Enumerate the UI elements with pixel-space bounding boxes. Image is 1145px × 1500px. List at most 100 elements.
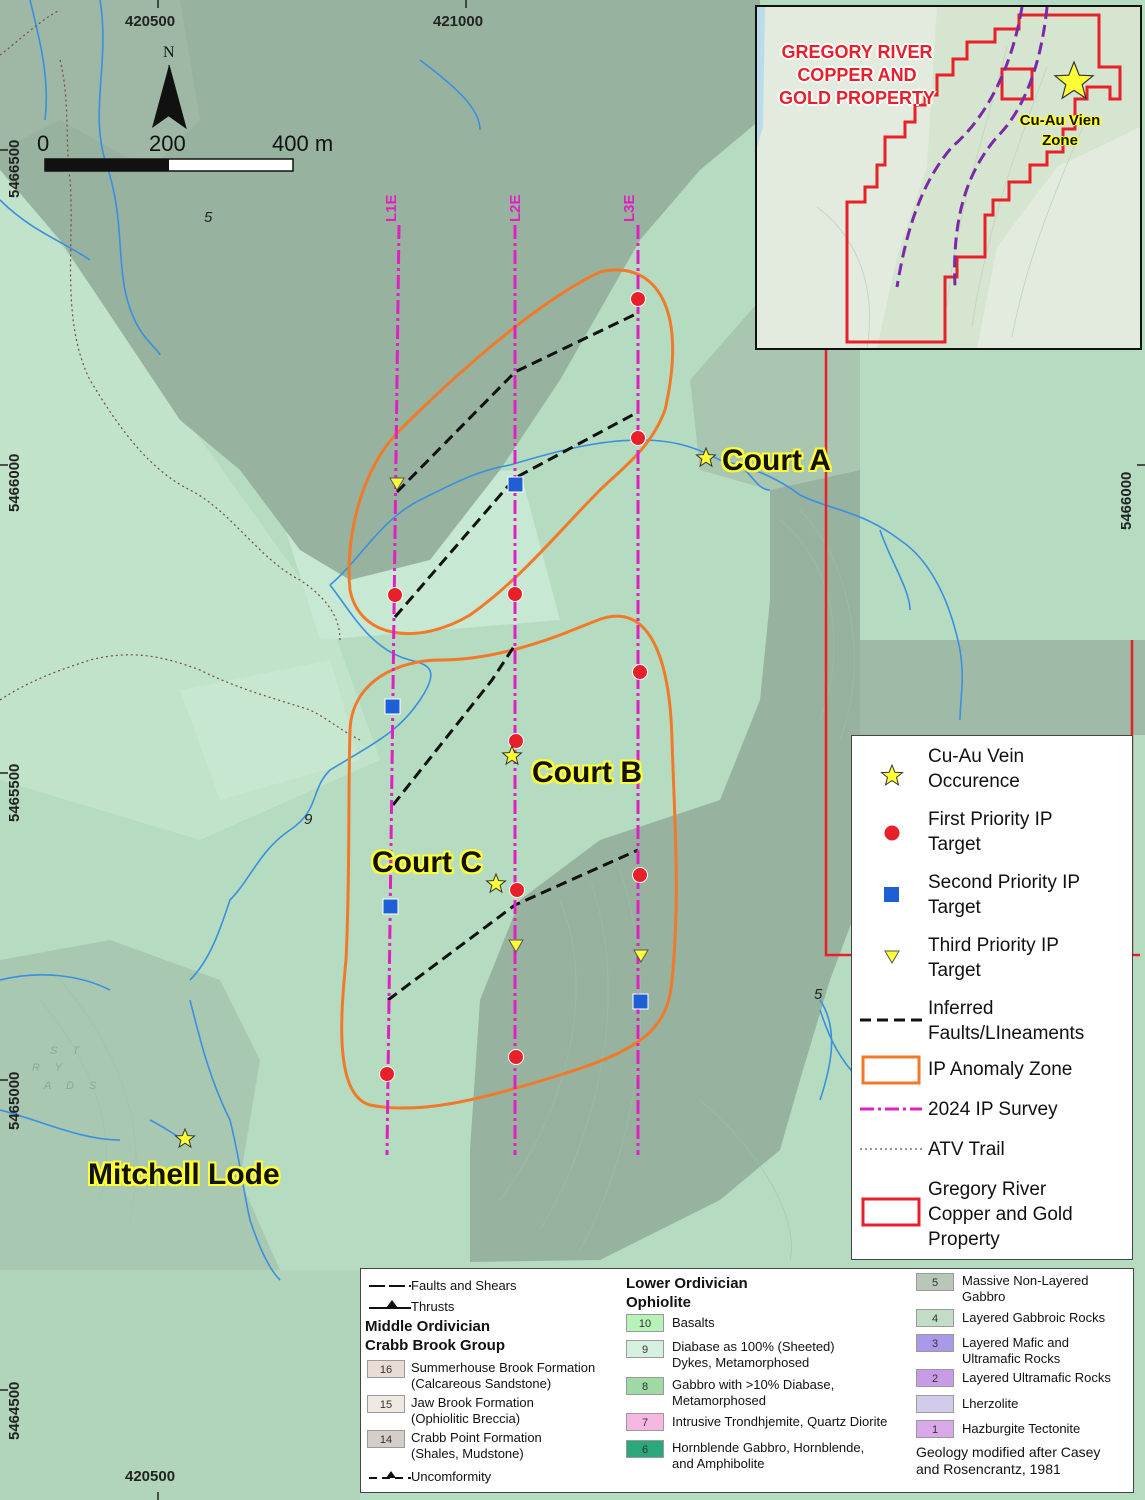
geology-light-patch: [180, 660, 360, 800]
unit-label: Layered Gabbroic Rocks: [962, 1310, 1106, 1325]
inset-title-line: COPPER AND: [797, 65, 917, 85]
first-priority-target: [632, 664, 648, 680]
unit-swatch: 15: [367, 1395, 405, 1413]
inset-terrain: [877, 7, 1140, 348]
first-priority-targets: [379, 291, 648, 1082]
survey-line-label-l1e: L1E: [383, 194, 400, 222]
unit-label: Summerhouse Brook Formation(Calcareous S…: [411, 1360, 596, 1391]
place-label-faint: S T: [50, 1045, 86, 1057]
inset-star-icon: [1053, 60, 1095, 100]
unit-swatch: 6: [626, 1440, 664, 1458]
first-priority-target: [387, 587, 403, 603]
unit-swatch: 16: [367, 1360, 405, 1378]
north-label: N: [163, 44, 175, 61]
unit-label: Lherzolite: [962, 1396, 1019, 1411]
court-a-label: Court A: [722, 444, 831, 477]
place-label-faint: A D S: [44, 1080, 103, 1092]
court-c-label: Court C: [372, 846, 482, 879]
faults-shears-label: Faults and Shears: [411, 1278, 517, 1293]
streams: [0, 0, 964, 1281]
northing-label: 5465000: [6, 1071, 23, 1130]
scale-label-0: 0: [37, 131, 50, 156]
faults-thrusts-icons: [369, 1285, 411, 1309]
unit-label: Gabbro with >10% Diabase,Metamorphosed: [672, 1377, 835, 1408]
location-inset-map: GREGORY RIVER COPPER AND GOLD PROPERTY C…: [755, 5, 1142, 350]
first-priority-target: [508, 733, 524, 749]
inset-trend-line: [895, 7, 1024, 288]
second-priority-target: [632, 993, 649, 1010]
unit-label: Diabase as 100% (Sheeted)Dykes, Metamorp…: [672, 1339, 835, 1370]
inset-star-label-line: Cu-Au Vien: [1019, 112, 1101, 129]
star-icon: [880, 763, 904, 787]
geology-unit-number: 9: [304, 811, 313, 828]
geology-legend: Faults and Shears Thrusts Middle Ordivic…: [360, 1268, 1134, 1493]
dashdot-line-icon: [860, 1107, 922, 1111]
first-priority-target: [630, 291, 646, 307]
survey-line-l1e: [385, 224, 401, 1156]
orange-box-icon: [861, 1055, 921, 1085]
north-arrow-icon: [152, 64, 187, 130]
place-label-faint: R Y: [32, 1062, 69, 1074]
geology-unit-5-east-strip: [860, 640, 1145, 735]
court-b-label: Court B: [532, 756, 642, 789]
court-b-star-icon: [501, 744, 523, 766]
third-priority-target: [633, 949, 649, 963]
geology-unit-9-south: [0, 1270, 360, 1500]
unit-label: Hornblende Gabbro, Hornblende,and Amphib…: [672, 1440, 865, 1471]
unit-swatch: 5: [916, 1273, 954, 1291]
yellow-triangle-icon: [884, 950, 900, 964]
inset-star-label-line: Zone: [1042, 132, 1078, 149]
northing-label: 5466500: [6, 139, 23, 198]
inset-property-boundary: [845, 13, 1122, 344]
ip-anomaly-zone-south: [340, 614, 678, 1110]
scale-label-400: 400 m: [272, 131, 334, 156]
red-box-icon: [861, 1197, 921, 1227]
first-priority-target: [509, 882, 525, 898]
inset-title: GREGORY RIVER COPPER AND GOLD PROPERTY: [767, 41, 947, 110]
court-a-star-icon: [695, 446, 717, 468]
scale-label-200: 200: [149, 131, 186, 156]
unit-swatch: 9: [626, 1340, 664, 1358]
geology-unit-number: 5: [814, 986, 823, 1003]
northing-label: 5465500: [6, 763, 23, 822]
first-priority-target: [379, 1066, 395, 1082]
unit-swatch: 8: [626, 1377, 664, 1395]
unit-swatch: 14: [367, 1430, 405, 1448]
ip-anomaly-zone-north: [347, 268, 675, 635]
mitchell-lode-star-icon: [174, 1127, 196, 1149]
unit-label: Hazburgite Tectonite: [962, 1421, 1081, 1436]
inset-title-line: GREGORY RIVER: [781, 42, 933, 62]
red-circle-icon: [884, 825, 900, 841]
inset-contours: [816, 46, 1088, 348]
dashed-line-icon: [860, 1018, 922, 1022]
inset-trend-line: [953, 7, 1049, 288]
unconformity-icon: [369, 1471, 411, 1479]
first-priority-target: [507, 586, 523, 602]
mitchell-lode-label: Mitchell Lode: [88, 1158, 280, 1191]
unit-swatch: 7: [626, 1413, 664, 1431]
geology-unit-5-north: [0, 0, 760, 580]
legend-label: ATV Trail: [928, 1139, 1005, 1160]
unit-label: Layered Ultramafic Rocks: [962, 1370, 1111, 1385]
unit-label: Jaw Brook Formation(Ophiolitic Breccia): [411, 1395, 534, 1426]
northing-label: 5466000: [1118, 471, 1135, 530]
unit-swatch: [916, 1395, 954, 1413]
survey-line-label-l2e: L2E: [507, 194, 524, 222]
inset-title-line: GOLD PROPERTY: [778, 88, 935, 108]
cu-au-vein-occurrences: [174, 446, 717, 1149]
geology-unit-8-sw: [0, 940, 280, 1270]
easting-label: 420500: [125, 1468, 176, 1485]
court-c-star-icon: [485, 872, 507, 894]
dotted-line-icon: [860, 1148, 922, 1150]
third-priority-targets: [389, 477, 649, 963]
geology-unit-5-east: [470, 470, 860, 1262]
